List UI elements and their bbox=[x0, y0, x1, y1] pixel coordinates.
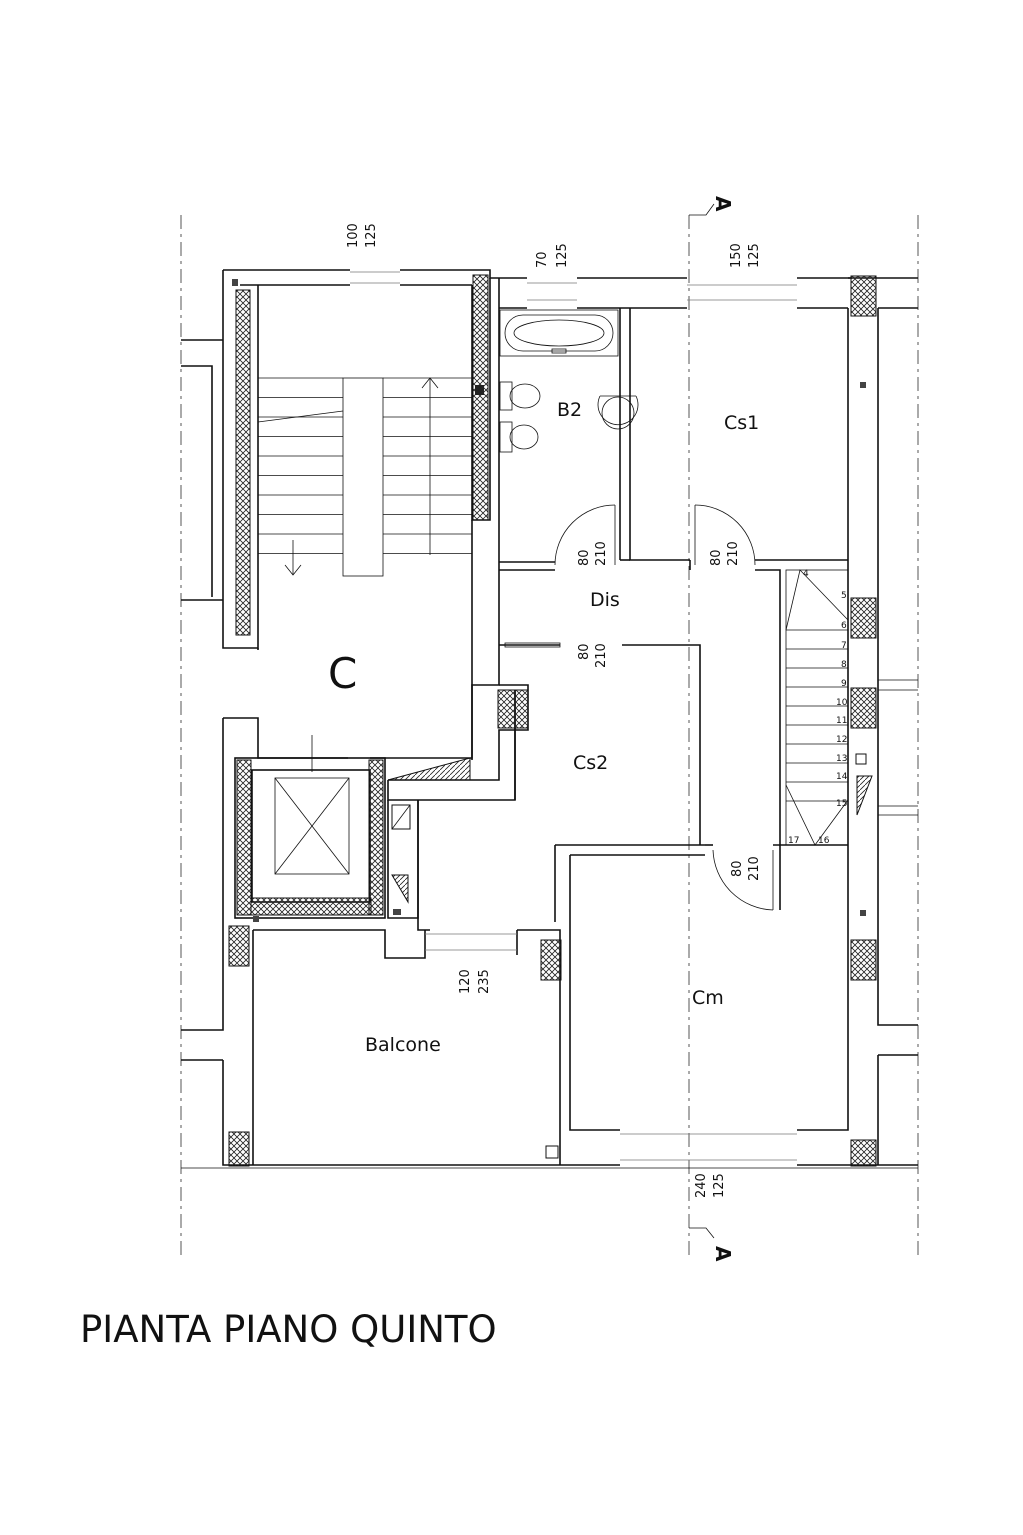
dim-win-cm-h: 125 bbox=[712, 1173, 727, 1198]
internal-stair bbox=[785, 569, 849, 846]
stair-step-number: 15 bbox=[836, 799, 847, 809]
stair-step-number: 16 bbox=[818, 836, 830, 846]
dim-balcony-door-h: 235 bbox=[477, 969, 492, 994]
stair-step-number: 14 bbox=[836, 772, 848, 782]
stair-step-number: 13 bbox=[836, 754, 847, 764]
structure-hatch bbox=[228, 274, 877, 1167]
room-label-cm: Cm bbox=[692, 987, 724, 1009]
room-label-b2: B2 bbox=[557, 399, 582, 421]
room-label-dis: Dis bbox=[590, 589, 620, 611]
dim-door-cs2-h: 210 bbox=[594, 643, 609, 668]
stair-step-number: 11 bbox=[836, 716, 847, 726]
dim-win-cs1-h: 125 bbox=[747, 243, 762, 268]
doors bbox=[504, 504, 774, 911]
stair-step-number: 17 bbox=[788, 836, 799, 846]
dim-door-cs2-w: 80 bbox=[577, 643, 592, 660]
room-label-balcone: Balcone bbox=[365, 1034, 441, 1056]
dim-balcony-door-w: 120 bbox=[458, 969, 473, 994]
walls bbox=[181, 269, 918, 1169]
room-label-cs2: Cs2 bbox=[573, 752, 608, 774]
section-label-bottom: A bbox=[711, 1246, 735, 1262]
dim-win-stair-w: 100 bbox=[346, 223, 361, 248]
room-labels: C B2 Cs1 Dis Cs2 Cm Balcone bbox=[328, 399, 759, 1056]
dim-win-b2-w: 70 bbox=[535, 251, 550, 268]
plan-title: PIANTA PIANO QUINTO bbox=[80, 1308, 497, 1351]
section-label-top: A bbox=[711, 196, 735, 212]
dim-door-cm-h: 210 bbox=[747, 856, 762, 881]
dim-win-b2-h: 125 bbox=[555, 243, 570, 268]
stair-step-number: 10 bbox=[836, 698, 848, 708]
dimension-labels: 100 125 70 125 150 125 80 210 80 210 80 … bbox=[346, 223, 762, 1198]
dim-door-cs1-h: 210 bbox=[726, 541, 741, 566]
dim-win-stair-h: 125 bbox=[364, 223, 379, 248]
dim-door-b2-h: 210 bbox=[594, 541, 609, 566]
dim-door-cm-w: 80 bbox=[730, 860, 745, 877]
stair-step-number: 8 bbox=[841, 660, 847, 670]
stair-step-number: 4 bbox=[803, 569, 809, 579]
section-marker-top: A bbox=[689, 196, 735, 216]
stair-step-number: 9 bbox=[841, 679, 847, 689]
axis-lines bbox=[180, 215, 919, 1260]
stair-step-number: 7 bbox=[841, 641, 847, 651]
room-label-c: C bbox=[328, 649, 357, 698]
stair-step-number: 12 bbox=[836, 735, 847, 745]
stair-step-number: 5 bbox=[841, 591, 847, 601]
dim-door-cs1-w: 80 bbox=[709, 549, 724, 566]
room-label-cs1: Cs1 bbox=[724, 412, 759, 434]
bathroom-fixtures bbox=[499, 309, 639, 453]
dim-door-b2-w: 80 bbox=[577, 549, 592, 566]
stair-step-numbers: 4 5 6 7 8 9 10 11 12 13 14 15 16 17 bbox=[788, 569, 848, 846]
stair-step-number: 6 bbox=[841, 621, 847, 631]
dim-win-cs1-w: 150 bbox=[729, 243, 744, 268]
main-stair bbox=[257, 377, 472, 577]
dim-win-cm-w: 240 bbox=[694, 1173, 709, 1198]
section-marker-bottom: A bbox=[689, 1227, 735, 1262]
